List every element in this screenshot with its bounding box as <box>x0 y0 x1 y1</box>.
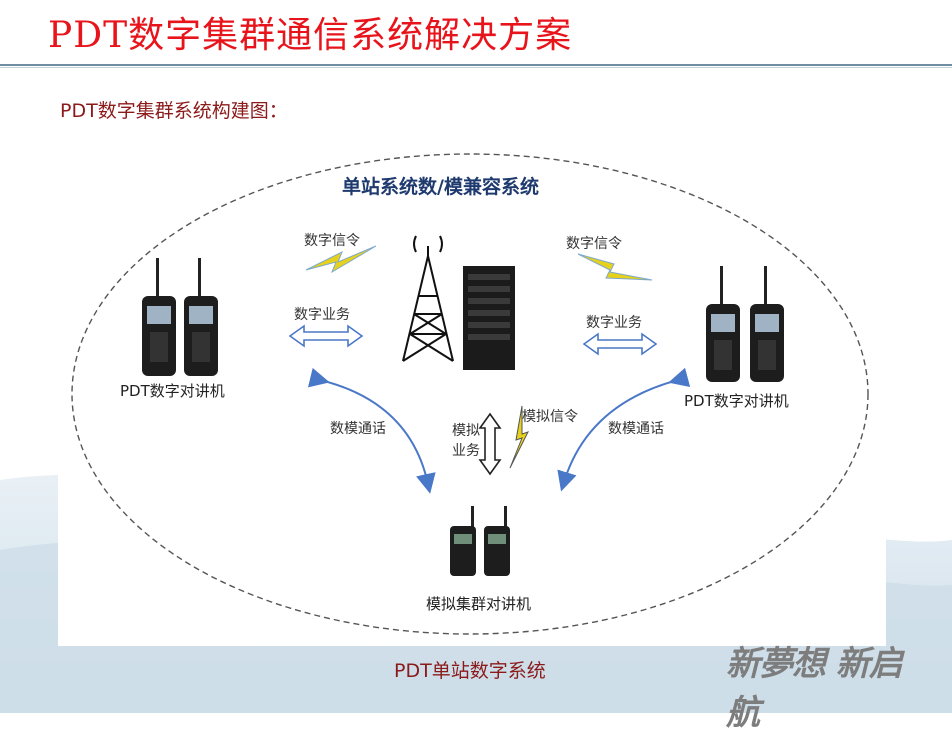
title-divider <box>0 64 952 66</box>
dm-call-right-arrow <box>557 367 691 492</box>
page-title: PDT数字集群通信系统解决方案 <box>48 15 573 56</box>
diagram-caption: PDT单站数字系统 <box>394 660 546 682</box>
system-boundary-ellipse <box>71 153 869 635</box>
label-digital-service-right: 数字业务 <box>586 315 642 331</box>
digital-signal-right-bolt <box>577 253 653 281</box>
label-pdt-radio-right: PDT数字对讲机 <box>684 392 789 410</box>
dm-call-left-arrow <box>307 367 436 494</box>
pdt-radio-left-icon <box>142 258 218 376</box>
analog-service-arrow <box>478 412 502 476</box>
analog-signal-bolt <box>509 405 529 469</box>
label-analog-signal: 模拟信令 <box>522 409 578 425</box>
slogan-logo: 新夢想 新启航 <box>726 636 932 733</box>
digital-service-left-arrow <box>288 324 364 348</box>
label-analog-service-line1: 模拟 <box>452 423 480 439</box>
label-analog-service-line2: 业务 <box>452 443 480 459</box>
label-analog-radio: 模拟集群对讲机 <box>426 595 532 613</box>
analog-radio-icon <box>450 506 510 576</box>
label-dm-call-left: 数模通话 <box>330 421 386 437</box>
title-divider-light <box>0 67 952 68</box>
pdt-radio-right-icon <box>706 266 784 382</box>
label-digital-service-left: 数字业务 <box>294 307 350 323</box>
label-digital-signal-right: 数字信令 <box>566 236 622 252</box>
section-subtitle: PDT数字集群系统构建图： <box>60 100 288 122</box>
slogan-text: 新夢想 新启航 <box>726 644 903 733</box>
system-diagram <box>71 153 869 635</box>
label-pdt-radio-left: PDT数字对讲机 <box>120 382 225 400</box>
digital-service-right-arrow <box>582 332 658 356</box>
base-station-cabinet-icon <box>463 266 515 370</box>
radio-tower-icon <box>402 235 454 362</box>
label-digital-signal-left: 数字信令 <box>304 233 360 249</box>
digital-signal-left-bolt <box>305 245 377 274</box>
diagram-heading: 单站系统数/模兼容系统 <box>342 176 539 198</box>
label-dm-call-right: 数模通话 <box>608 421 664 437</box>
